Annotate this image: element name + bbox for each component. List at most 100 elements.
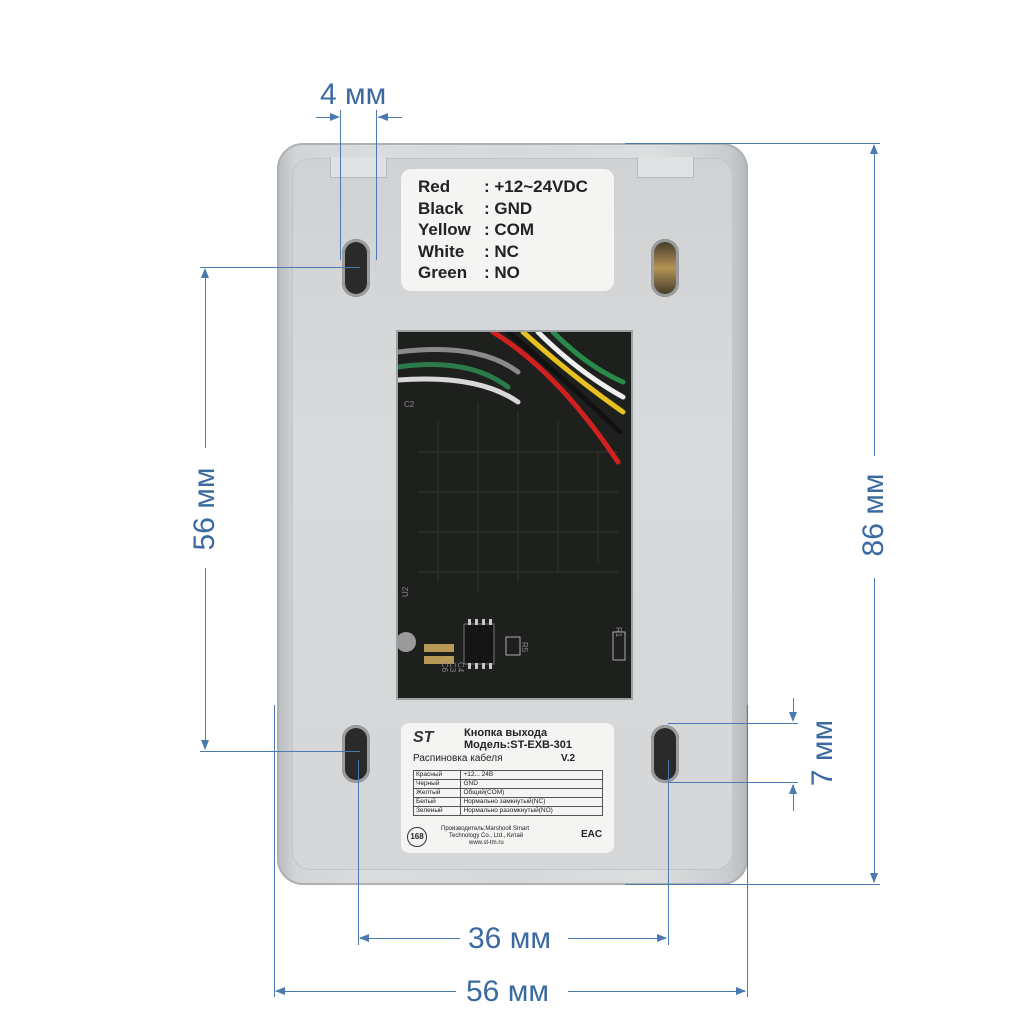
label-model: Модель:ST-EXB-301: [464, 739, 572, 751]
dim-56mm-width-left-line: [276, 991, 456, 992]
wire-row-black: Black : GND: [418, 198, 532, 220]
mounting-slot-bottom-left: [342, 725, 370, 783]
mounting-slot-top-left: [342, 239, 370, 297]
table-cell: Белый: [412, 797, 462, 807]
table-cell: Нормально разомкнутый(NO): [460, 806, 603, 816]
pcb-mark-c4: C4: [456, 662, 465, 673]
dim-56mm-arrow-down: [201, 740, 209, 750]
pcb-illustration: C2 U2 C4 C3 C6 R5 R1: [398, 332, 631, 698]
dim-86mm-top-extension: [625, 143, 880, 144]
dim-86mm-bottom-extension: [625, 884, 880, 885]
dim-56mm-top-extension: [200, 267, 360, 268]
website: www.st-tm.ru: [469, 840, 504, 846]
dim-36mm-left-line: [360, 938, 460, 939]
dim-7mm-arrow-down: [789, 712, 797, 722]
eac-mark: EAC: [581, 829, 603, 840]
pcb-mark-u2: U2: [401, 586, 410, 597]
table-cell: Нормально замкнутый(NC): [460, 797, 603, 807]
dim-86mm-lower-line: [874, 578, 875, 882]
wire-row-white: White : NC: [418, 241, 519, 263]
exit-button-back-panel: Red : +12~24VDC Black : GND Yellow : COM Wh…: [277, 143, 748, 885]
dim-36mm-arrow-left: [359, 934, 369, 942]
dim-56mm-width-arrow-right: [736, 987, 746, 995]
table-cell: Желтый: [412, 788, 462, 798]
table-cell: +12... 24В: [460, 770, 603, 780]
wire-color: Red: [418, 177, 451, 196]
table-cell: Красный: [412, 770, 462, 780]
mounting-slot-bottom-right: [651, 725, 679, 783]
dim-56mm-width-right-line: [568, 991, 745, 992]
dim-56mm-upper-line: [205, 270, 206, 448]
pcb-mark-c2: C2: [404, 400, 415, 409]
mounting-slot-top-right: [651, 239, 679, 297]
wire-value: : COM: [484, 220, 535, 239]
dim-4mm-label: 4 мм: [320, 78, 387, 111]
wire-row-yellow: Yellow : COM: [418, 219, 534, 241]
dim-56mm-width-right-extension: [747, 705, 748, 997]
dim-7mm-top-extension: [668, 723, 798, 724]
wire-row-red: Red : +12~24VDC: [418, 176, 588, 198]
table-cell: Черный: [412, 779, 462, 789]
badge-168: 168: [407, 827, 427, 847]
st-logo: ST: [413, 729, 434, 746]
wire-value: : GND: [484, 198, 533, 218]
dim-56mm-width-label: 56 мм: [466, 975, 549, 1008]
dim-7mm-bottom-extension: [668, 782, 798, 783]
pcb-mark-c3: C3: [448, 662, 457, 673]
dim-36mm-left-extension: [358, 760, 359, 945]
pcb-mark-r5: R5: [520, 642, 529, 653]
dim-56mm-arrow-up: [201, 268, 209, 278]
pcb-window: C2 U2 C4 C3 C6 R5 R1: [396, 330, 633, 700]
wire-value: : +12~24VDC: [484, 177, 588, 196]
wire-color-label: Red : +12~24VDC Black : GND Yellow : COM Wh…: [401, 169, 614, 291]
dim-56mm-vertical-label: 56 мм: [188, 467, 221, 551]
dim-4mm-left-extension: [340, 110, 341, 260]
dim-4mm-right-extension: [376, 110, 377, 260]
dim-86mm-arrow-down: [870, 873, 878, 883]
label-version: V.2: [561, 753, 576, 764]
dim-36mm-arrow-right: [657, 934, 667, 942]
manufacturer-line-1: Производитель:Marshooll Smart: [441, 826, 530, 832]
table-cell: GND: [460, 779, 603, 789]
table-cell: Зеленый: [412, 806, 462, 816]
label-title: Кнопка выхода: [464, 727, 548, 739]
wire-color: White: [418, 241, 465, 261]
table-row: Красный+12... 24В: [412, 770, 603, 780]
dim-7mm-arrow-up: [789, 784, 797, 794]
dim-36mm-label: 36 мм: [468, 922, 551, 955]
dim-86mm-vertical-label: 86 мм: [857, 473, 890, 557]
wire-color: Green: [418, 263, 468, 282]
label-subtitle: Распиновка кабеля: [413, 753, 503, 764]
dim-86mm-upper-line: [874, 146, 875, 456]
wire-color: Yellow: [418, 220, 471, 239]
dim-56mm-width-left-extension: [274, 705, 275, 997]
dim-56mm-lower-line: [205, 568, 206, 748]
wire-value: : NC: [484, 241, 519, 261]
dim-36mm-right-extension: [668, 760, 669, 945]
wire-value: : NO: [484, 263, 520, 282]
top-right-notch: [637, 157, 694, 178]
dim-4mm-arrow-left: [330, 113, 340, 121]
dim-4mm-left-leader: [316, 117, 338, 118]
wire-row-green: Green : NO: [418, 262, 520, 284]
dim-56mm-bottom-extension: [200, 751, 360, 752]
pcb-mark-r1: R1: [614, 627, 623, 638]
dim-4mm-right-leader: [378, 117, 402, 118]
dim-7mm-label: 7 мм: [806, 719, 839, 787]
dim-7mm-top-leader: [793, 698, 794, 720]
dim-7mm-bottom-leader: [793, 785, 794, 811]
dim-4mm-arrow-right: [378, 113, 388, 121]
dim-86mm-arrow-up: [870, 144, 878, 154]
dim-56mm-width-arrow-left: [275, 987, 285, 995]
table-cell: Общий(COM): [460, 788, 603, 798]
top-left-notch: [330, 157, 387, 178]
wire-color: Black: [418, 198, 464, 218]
product-label: ST Кнопка выхода Модель:ST-EXB-301 Распи…: [401, 723, 614, 853]
manufacturer-line-2: Technology Co., Ltd., Китай: [449, 833, 524, 839]
pcb-mark-c6: C6: [440, 662, 449, 673]
